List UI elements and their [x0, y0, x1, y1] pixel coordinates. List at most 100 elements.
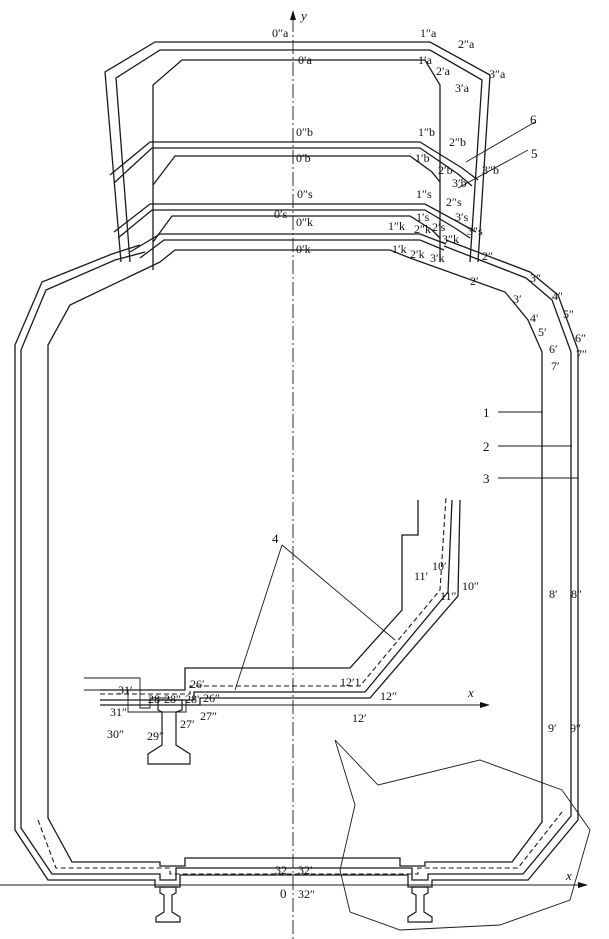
outline-s-outer	[113, 203, 477, 233]
label-2k2: 2″k	[414, 222, 431, 236]
label-2s1: 2′s	[432, 220, 446, 234]
label-r3: 3″	[530, 271, 541, 285]
label-r2: 2″	[482, 249, 493, 263]
leader-6	[465, 121, 536, 163]
label-r4p: 4′	[530, 311, 539, 325]
label-1a1: 1′a	[418, 53, 433, 67]
outline-b-inner	[152, 155, 441, 186]
label-1b1: 1′b	[415, 151, 430, 165]
label-1a2: 1″a	[420, 26, 437, 40]
outline-b-outer	[109, 141, 479, 181]
x-axis-label-bottom: x	[565, 868, 572, 883]
leader-5	[457, 149, 529, 189]
y-axis-label: y	[299, 8, 307, 23]
label-0a2: 0″a	[272, 26, 289, 40]
y-axis-arrow	[290, 10, 296, 20]
label-r4: 4″	[552, 289, 563, 303]
platform-dashed	[100, 496, 447, 695]
label-2a2: 2″a	[458, 37, 475, 51]
platform-line-3	[100, 499, 461, 706]
label-r31p: 31′	[118, 683, 133, 697]
label-2k1: 2′k	[410, 247, 425, 261]
callout-4: 4	[272, 531, 279, 546]
label-r27: 27″	[200, 709, 217, 723]
label-r26p: 26′	[190, 677, 205, 691]
label-1s2: 1″s	[416, 187, 432, 201]
label-0b2: 0″b	[296, 125, 313, 139]
label-r6p: 6′	[549, 342, 558, 356]
leader-4a	[234, 544, 283, 691]
wheel-zone-outline	[334, 739, 591, 931]
rail-bottom-left	[155, 886, 181, 923]
label-2b1: 2′b	[438, 163, 453, 177]
label-0s2: 0″s	[297, 187, 313, 201]
x-axis-label-rail: x	[467, 685, 474, 700]
label-r9: 9″	[570, 721, 581, 735]
label-r11: 11″	[440, 589, 457, 603]
label-r10: 10″	[462, 579, 479, 593]
contour-dashed-bottom	[37, 811, 563, 875]
label-r8p: 8′	[549, 587, 558, 601]
label-2a1: 2′a	[436, 64, 451, 78]
label-1k2: 1″k	[388, 219, 405, 233]
label-r31: 31″	[110, 705, 127, 719]
label-r12: 12″	[380, 689, 397, 703]
label-1k1: 1′k	[392, 242, 407, 256]
label-r28b: 28	[148, 692, 160, 706]
label-r30: 30″	[107, 727, 124, 741]
label-r3p: 3′	[513, 292, 522, 306]
label-r28p: 28′	[185, 692, 200, 706]
x-axis-bottom-arrow	[578, 882, 588, 888]
label-r5: 5″	[563, 307, 574, 321]
outline-k-mid	[139, 239, 445, 259]
label-r8: 8″	[571, 587, 582, 601]
label-r9p: 9′	[548, 721, 557, 735]
label-r12p: 12′	[352, 711, 367, 725]
label-r26: 26″	[203, 691, 220, 705]
outline-a-outer	[104, 41, 491, 263]
outline-b-mid	[113, 147, 473, 187]
outline-s-inner	[152, 215, 441, 243]
label-r10p: 10′	[432, 559, 447, 573]
callout-5: 5	[531, 146, 538, 161]
label-r32p: 32′	[298, 863, 313, 877]
label-0s1: 0′s	[274, 207, 288, 221]
label-r29: 29″	[147, 729, 164, 743]
label-r5p: 5′	[538, 325, 547, 339]
outline-k-outer	[129, 233, 447, 253]
label-r7: 7″	[576, 347, 587, 361]
leader-4b	[281, 544, 396, 641]
label-3a2: 3″a	[489, 67, 506, 81]
rail-bottom-right	[407, 886, 433, 923]
label-1s1: 1′s	[416, 210, 430, 224]
label-0b1: 0′b	[296, 151, 311, 165]
outline-s-mid	[117, 209, 471, 239]
outline-a-mid	[115, 49, 483, 263]
label-r6: 6″	[575, 331, 586, 345]
label-0k1: 0′k	[296, 242, 311, 256]
platform-line-1	[100, 500, 419, 691]
callout-1: 1	[483, 405, 490, 420]
label-3k2: 3″k	[442, 232, 459, 246]
label-3k1: 3′k	[430, 251, 445, 265]
outline-a-inner	[152, 59, 441, 270]
platform-line-2	[100, 499, 453, 701]
contour-1-inner	[47, 257, 543, 867]
label-0a1: 0′a	[298, 53, 313, 67]
label-r11p: 11′	[414, 569, 429, 583]
step-detail	[84, 677, 170, 709]
callout-2: 2	[483, 439, 490, 454]
label-3s1: 3′s	[455, 210, 469, 224]
callout-6: 6	[530, 112, 537, 127]
step-detail-2	[84, 689, 187, 713]
contour-3-outer	[14, 239, 579, 888]
label-3b1: 3′b	[452, 176, 467, 190]
label-r32: 32″	[298, 887, 315, 901]
callout-3: 3	[483, 471, 490, 486]
origin-label: 0	[280, 886, 287, 901]
label-r28: 28″	[164, 692, 181, 706]
label-3b2: 3″b	[482, 163, 499, 177]
label-r2p: 2′	[470, 274, 479, 288]
